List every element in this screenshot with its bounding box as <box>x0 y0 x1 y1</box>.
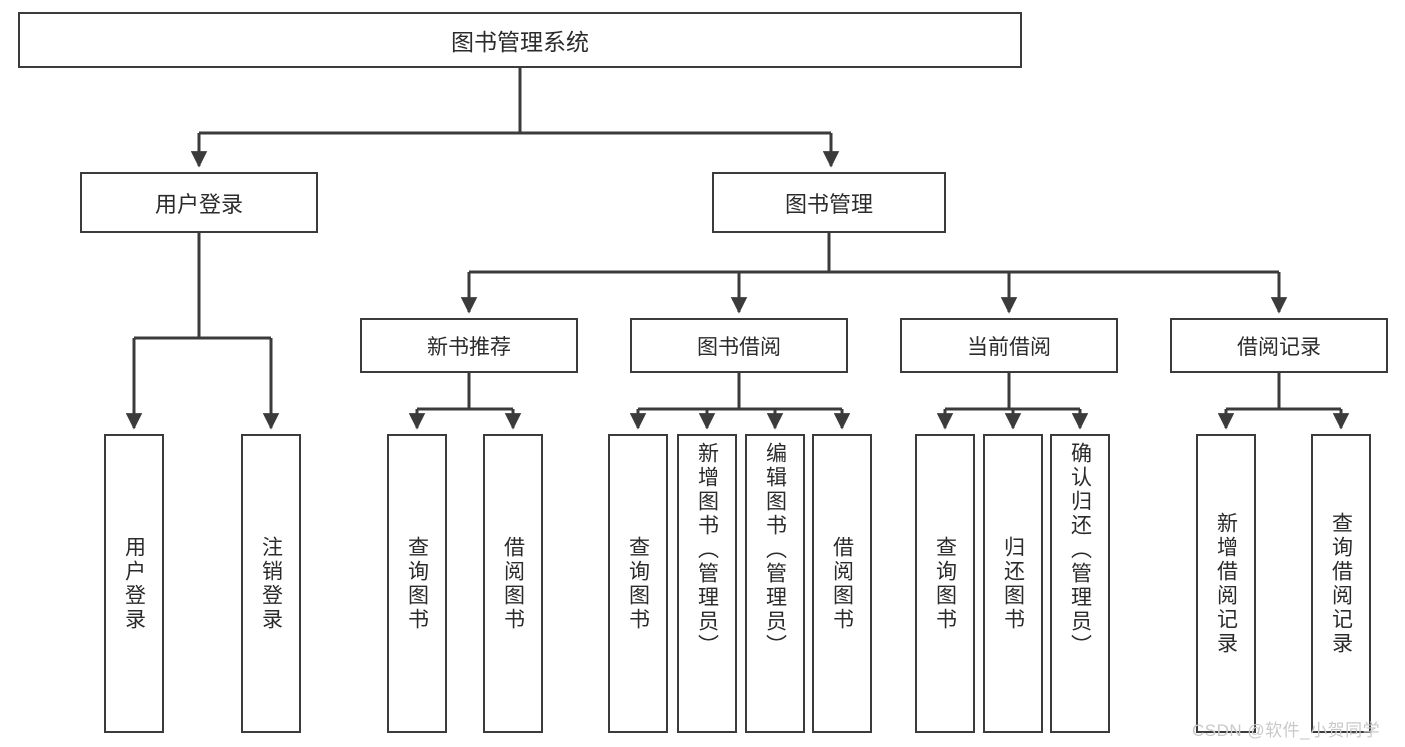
node-level3-4-label: 借阅记录 <box>1237 335 1321 359</box>
node-leaf-7-label: 编辑图书（管理员） <box>763 442 787 658</box>
node-leaf-2-label: 注销登录 <box>259 535 283 632</box>
node-leaf-7[interactable]: 编辑图书（管理员） <box>745 434 805 733</box>
node-leaf-9-label: 查询图书 <box>933 535 957 632</box>
node-level3-4[interactable]: 借阅记录 <box>1170 318 1388 373</box>
node-level2-1-label: 用户登录 <box>154 191 243 217</box>
node-root[interactable]: 图书管理系统 <box>18 12 1022 68</box>
node-level2-2-label: 图书管理 <box>784 191 873 217</box>
node-leaf-12-label: 新增借阅记录 <box>1214 511 1238 656</box>
node-leaf-11-label: 确认归还（管理员） <box>1068 442 1092 658</box>
node-leaf-6[interactable]: 新增图书（管理员） <box>677 434 737 733</box>
node-leaf-9[interactable]: 查询图书 <box>915 434 975 733</box>
node-leaf-4-label: 借阅图书 <box>501 535 525 632</box>
node-level3-3[interactable]: 当前借阅 <box>900 318 1118 373</box>
node-leaf-6-label: 新增图书（管理员） <box>695 442 719 658</box>
node-leaf-4[interactable]: 借阅图书 <box>483 434 543 733</box>
node-leaf-8-label: 借阅图书 <box>830 535 854 632</box>
node-level2-2[interactable]: 图书管理 <box>712 172 946 233</box>
node-level3-1-label: 新书推荐 <box>427 335 511 359</box>
node-leaf-3-label: 查询图书 <box>405 535 429 632</box>
csdn-watermark: CSDN @软件_小贺同学 <box>1192 721 1381 740</box>
node-leaf-1-label: 用户登录 <box>122 535 146 632</box>
node-leaf-13[interactable]: 查询借阅记录 <box>1311 434 1371 733</box>
node-leaf-3[interactable]: 查询图书 <box>387 434 447 733</box>
node-level3-3-label: 当前借阅 <box>967 335 1051 359</box>
node-level3-2[interactable]: 图书借阅 <box>630 318 848 373</box>
node-leaf-2[interactable]: 注销登录 <box>241 434 301 733</box>
node-leaf-13-label: 查询借阅记录 <box>1329 511 1353 656</box>
node-leaf-12[interactable]: 新增借阅记录 <box>1196 434 1256 733</box>
node-level2-1[interactable]: 用户登录 <box>80 172 318 233</box>
node-leaf-10[interactable]: 归还图书 <box>983 434 1043 733</box>
node-leaf-5[interactable]: 查询图书 <box>608 434 668 733</box>
node-root-label: 图书管理系统 <box>451 29 589 55</box>
node-leaf-1[interactable]: 用户登录 <box>104 434 164 733</box>
node-level3-1[interactable]: 新书推荐 <box>360 318 578 373</box>
node-level3-2-label: 图书借阅 <box>697 335 781 359</box>
node-leaf-11[interactable]: 确认归还（管理员） <box>1050 434 1110 733</box>
node-leaf-5-label: 查询图书 <box>626 535 650 632</box>
node-leaf-8[interactable]: 借阅图书 <box>812 434 872 733</box>
node-leaf-10-label: 归还图书 <box>1001 535 1025 632</box>
